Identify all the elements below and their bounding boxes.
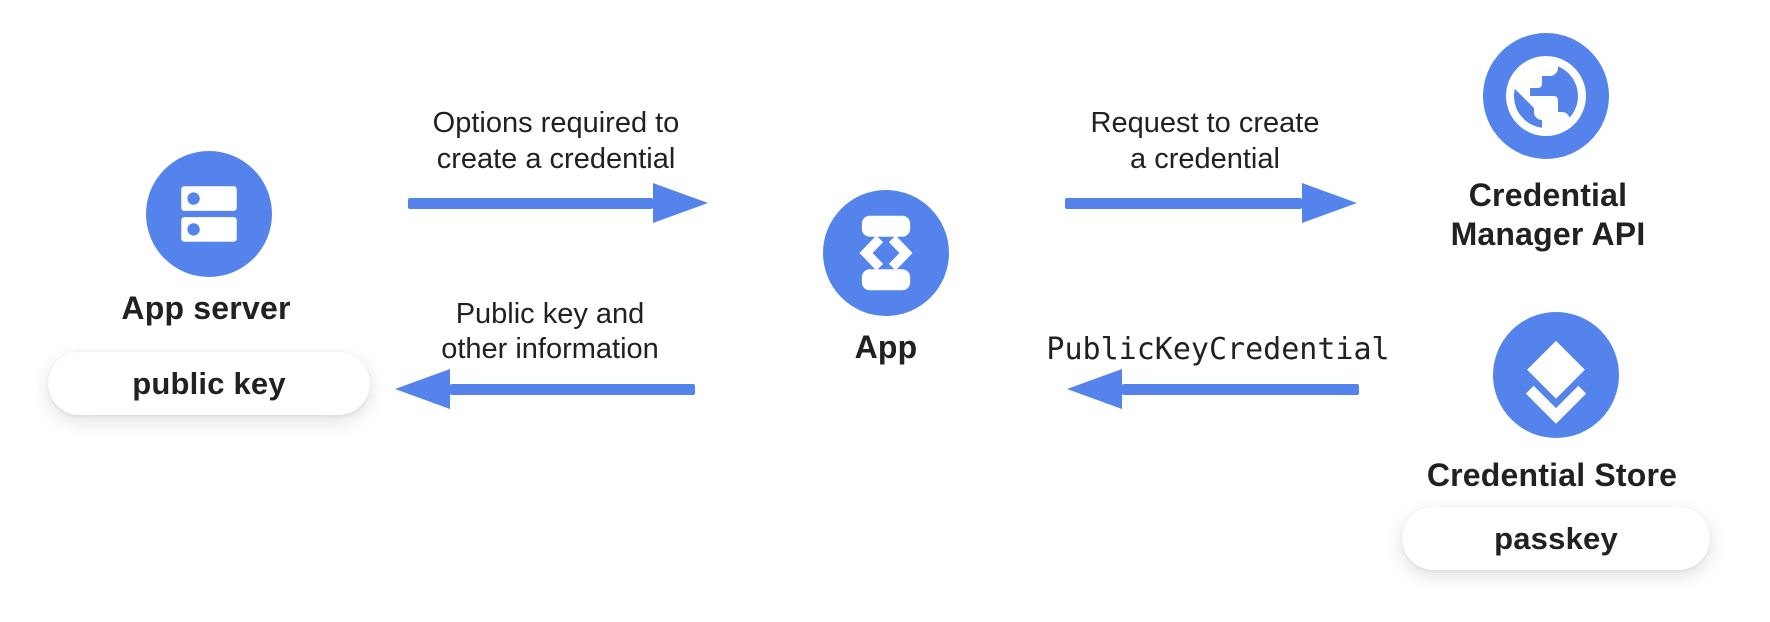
public-key-info-arrow <box>395 369 695 409</box>
passkey-pill: passkey <box>1402 507 1710 570</box>
request-flow-label: Request to create a credential <box>1090 107 1320 175</box>
request-arrow <box>1065 183 1357 223</box>
credential-manager-label-line2: Manager API <box>1450 216 1646 252</box>
public-key-credential-arrow <box>1067 369 1359 409</box>
app-server-disc <box>146 151 272 277</box>
server-dns-icon <box>181 186 237 242</box>
credential-manager-label-line1: Credential <box>1468 177 1628 213</box>
globe-icon <box>1506 56 1586 136</box>
credential-manager-disc <box>1483 33 1609 159</box>
app-disc <box>823 190 949 316</box>
credential-store-label: Credential Store <box>1426 457 1678 493</box>
phone-code-icon <box>859 215 913 291</box>
credential-store-disc <box>1493 312 1619 438</box>
arrow-head-right <box>1302 183 1357 223</box>
layers-icon <box>1525 340 1587 424</box>
passkey-pill-label: passkey <box>1494 520 1618 556</box>
options-arrow <box>408 183 708 223</box>
options-flow-label: Options required to create a credential <box>432 107 680 175</box>
public-key-credential-flow-label: PublicKeyCredential <box>1046 332 1390 367</box>
public-key-pill-label: public key <box>132 365 286 401</box>
credential-manager-label: Credential Manager API <box>1451 176 1646 254</box>
arrow-head-right <box>653 183 708 223</box>
public-key-pill: public key <box>48 352 370 415</box>
arrow-head-left <box>1067 369 1122 409</box>
public-key-info-flow-label: Public key and other information <box>441 298 659 365</box>
arrow-head-left <box>395 369 450 409</box>
app-server-label: App server <box>121 290 291 326</box>
app-label: App <box>854 329 918 365</box>
